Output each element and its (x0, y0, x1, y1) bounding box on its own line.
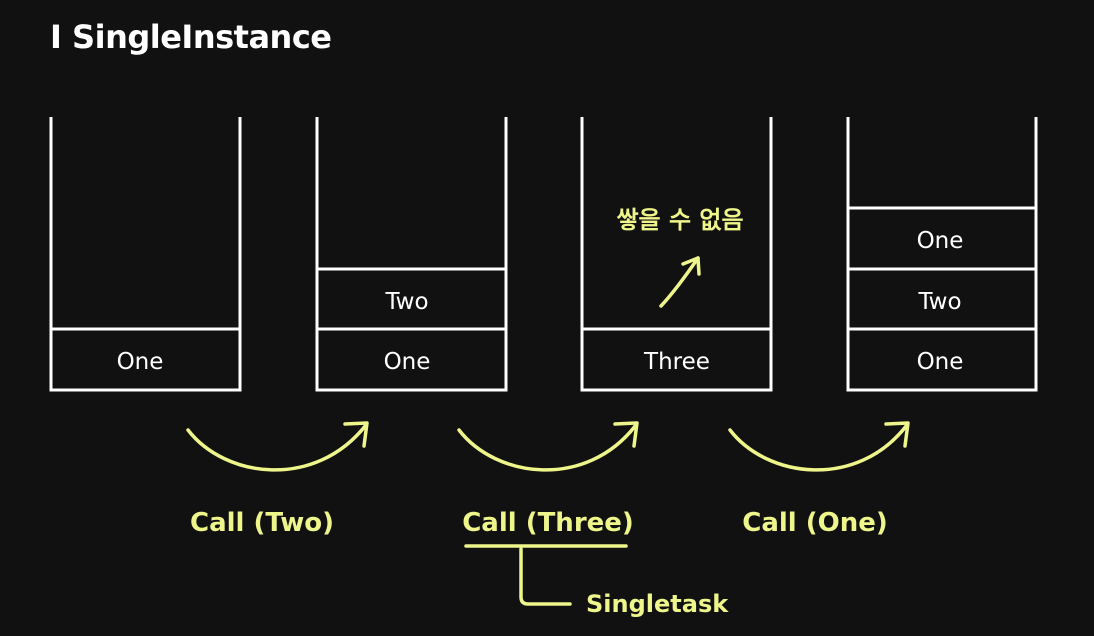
call-label-two: Call (Two) (190, 508, 334, 538)
stack-slot: Three (643, 349, 710, 375)
stack-slot: One (917, 349, 964, 375)
stack-slot: One (917, 228, 964, 254)
page-title: I SingleInstance (50, 18, 332, 56)
task-stack-2: One Two (315, 117, 508, 392)
stack-slot: One (384, 349, 431, 375)
cannot-stack-note: 쌓을 수 없음 (616, 206, 743, 234)
call-label-three: Call (Three) (462, 508, 634, 538)
call-arrow-icon (457, 421, 639, 472)
call-label-one: Call (One) (742, 508, 888, 538)
stack-outline (580, 117, 773, 392)
stack-outline (846, 117, 1038, 392)
singletask-bracket (464, 544, 628, 606)
stack-outline (315, 117, 508, 392)
up-arrow-icon (659, 256, 701, 308)
stack-slot: Two (917, 289, 961, 315)
task-stack-1: One (49, 117, 242, 392)
task-stack-3: Three 쌓을 수 없음 (580, 117, 773, 392)
stack-outline (49, 117, 242, 392)
task-stack-4: One Two One (846, 117, 1038, 392)
stack-slot: One (117, 349, 164, 375)
call-arrow-icon (186, 421, 369, 472)
call-arrow-icon (728, 421, 910, 472)
stack-slot: Two (384, 289, 428, 315)
singletask-label: Singletask (586, 590, 729, 618)
